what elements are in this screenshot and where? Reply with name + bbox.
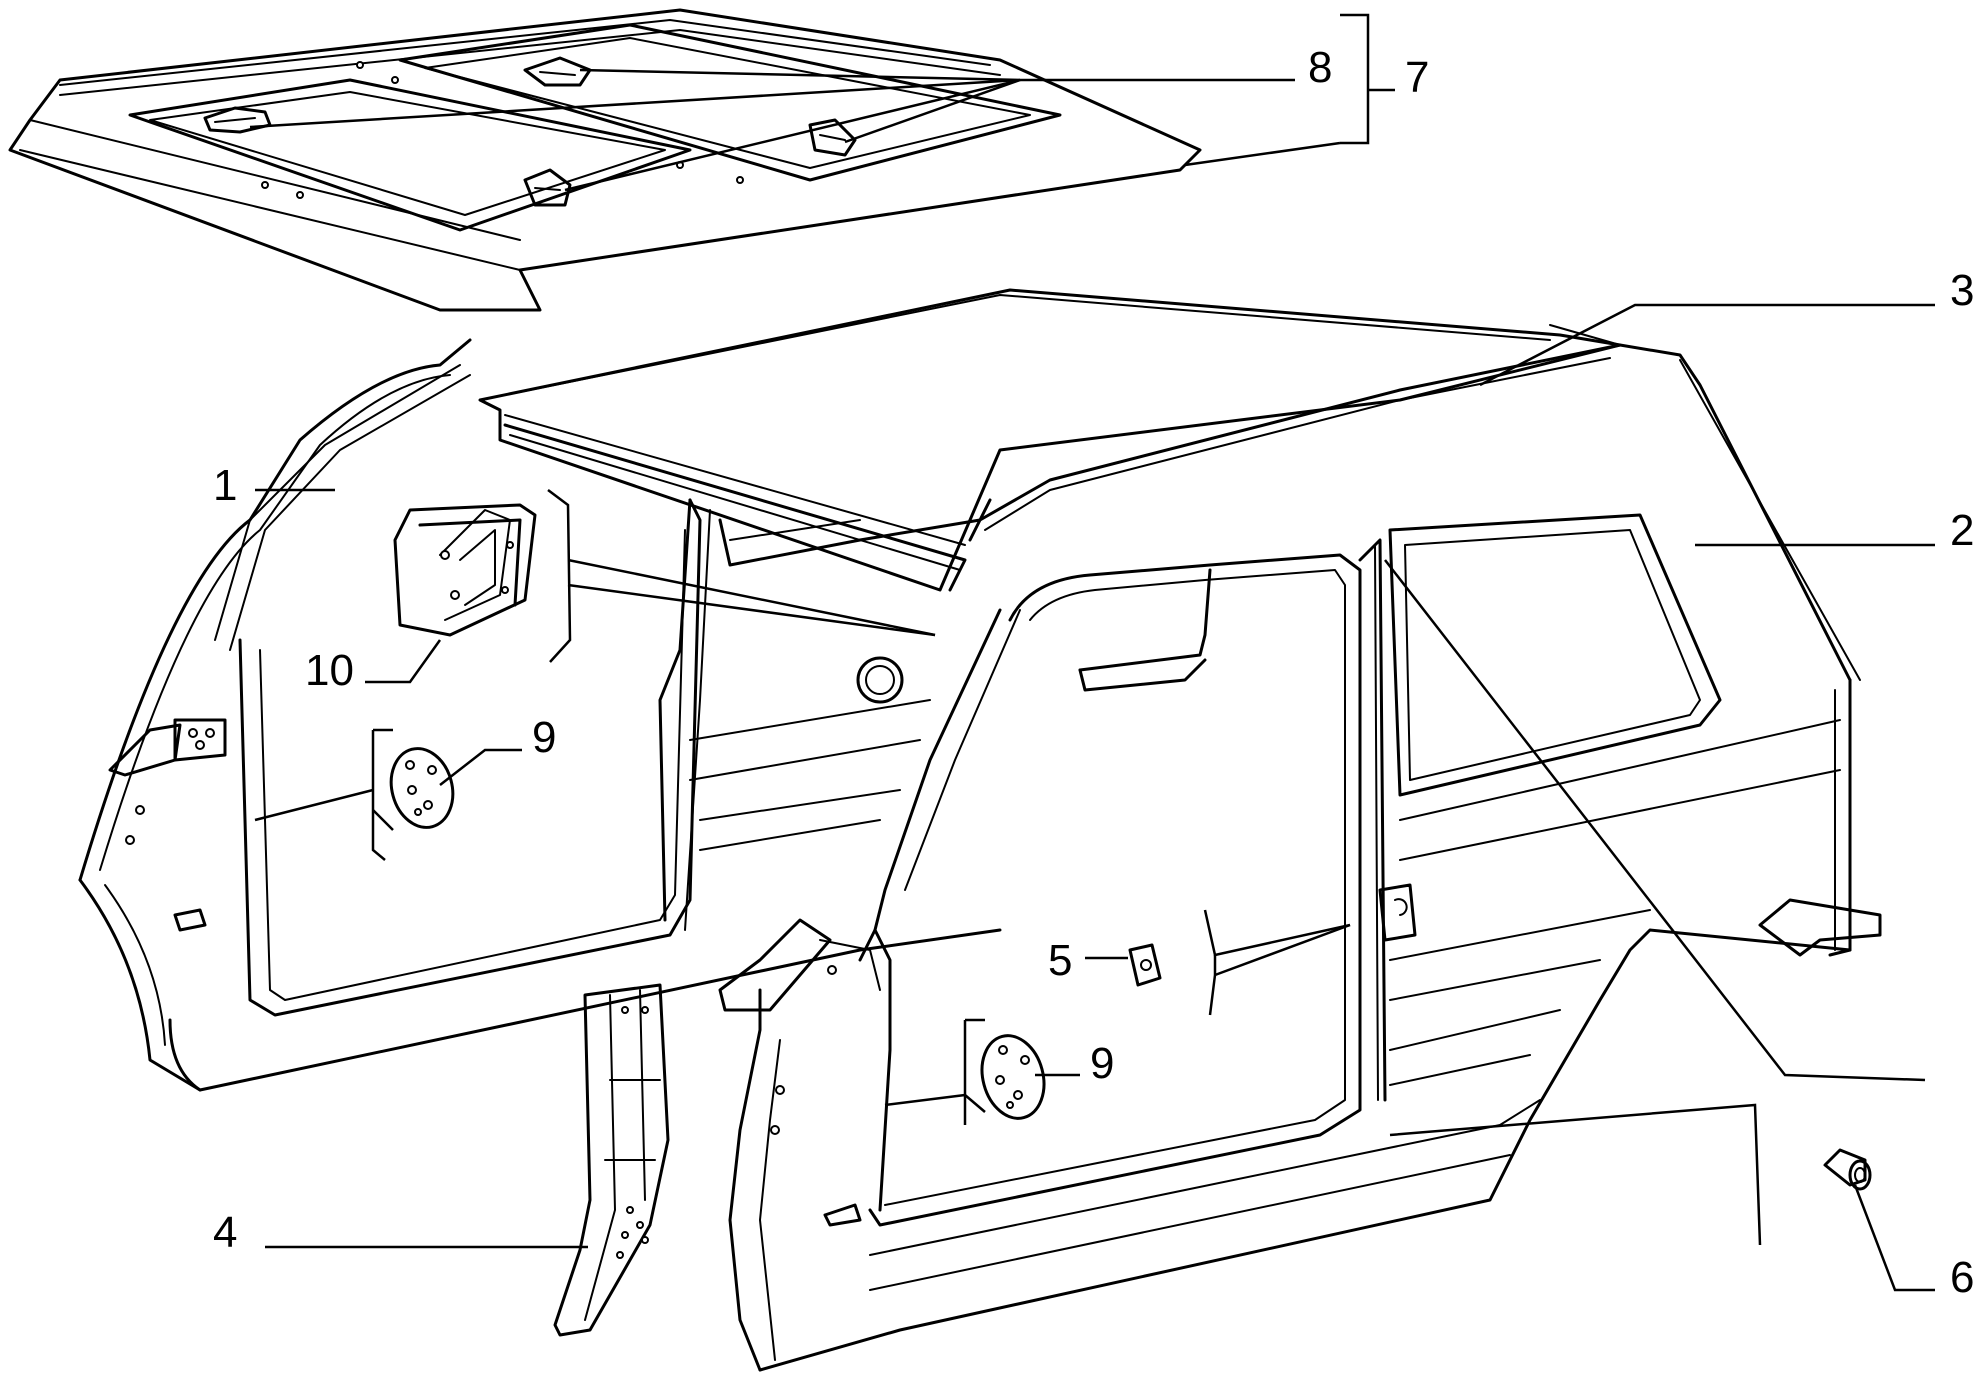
roof-skin-part-3 (478, 288, 1622, 592)
mirror-bracket-part-10 (393, 503, 537, 637)
sunroof-latch-part-8 (203, 56, 857, 207)
grommet-plug-part-9-lower (980, 1034, 1046, 1120)
latch-icon (808, 118, 857, 157)
rubber-bumper-part-6 (1823, 1148, 1872, 1191)
callout-4: 4 (213, 1208, 237, 1257)
retaining-clip-part-5 (1128, 943, 1162, 987)
roof-panel-part-7 (8, 8, 1202, 312)
callout-7: 7 (1405, 53, 1429, 102)
callout-labels: 1 2 3 4 5 6 7 8 9 9 10 (213, 43, 1974, 1302)
callout-1: 1 (213, 461, 237, 510)
front-body-side-part-2 (718, 343, 1882, 1372)
callout-2: 2 (1950, 506, 1974, 555)
callout-8: 8 (1308, 43, 1332, 92)
leader-lines (249, 13, 1935, 1292)
grommet-plug-part-9-upper (389, 747, 455, 829)
callout-10: 10 (305, 646, 354, 695)
latch-icon (523, 168, 572, 207)
callout-9-upper: 9 (532, 713, 556, 762)
latch-icon (523, 56, 592, 87)
callout-3: 3 (1950, 266, 1974, 315)
pillar-reinforcement-part-4 (553, 983, 670, 1337)
callout-9-lower: 9 (1090, 1039, 1114, 1088)
callout-5: 5 (1048, 936, 1072, 985)
callout-6: 6 (1950, 1253, 1974, 1302)
